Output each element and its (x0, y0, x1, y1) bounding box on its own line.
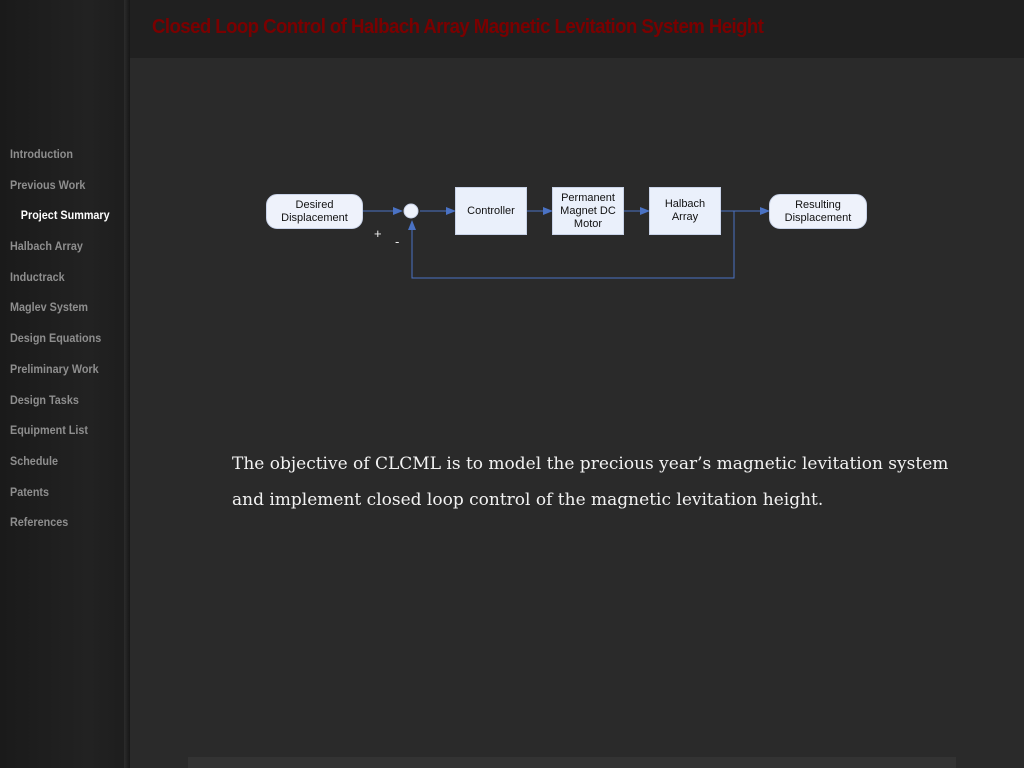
desired-line-2: Displacement (281, 211, 348, 224)
description-line-2: and implement closed loop control of the… (232, 490, 824, 510)
nav-item-maglev-system[interactable]: Maglev System (10, 300, 89, 315)
controller-label: Controller (467, 204, 515, 217)
nav-item-project-summary[interactable]: Project Summary (20, 208, 110, 223)
sidebar-nav: Introduction Previous Work Project Summa… (10, 146, 121, 545)
nav-item-halbach-array[interactable]: Halbach Array (10, 239, 83, 254)
plus-sign: + (374, 226, 382, 241)
description-line-1: The objective of CLCML is to model the p… (232, 454, 949, 474)
bottom-bar (188, 757, 956, 768)
halbach-line-2: Array (671, 211, 699, 223)
nav-item-equipment-list[interactable]: Equipment List (10, 423, 89, 438)
motor-line-3: Motor (573, 217, 603, 230)
motor-line-1: Permanent (561, 191, 615, 204)
sidebar-edge (124, 0, 130, 768)
header-bar (130, 0, 1024, 58)
nav-item-references[interactable]: References (10, 515, 69, 530)
sidebar (0, 0, 127, 768)
nav-item-design-equations[interactable]: Design Equations (10, 331, 102, 346)
nav-item-patents[interactable]: Patents (10, 484, 50, 499)
main-content (130, 58, 1024, 768)
minus-sign: - (395, 234, 400, 249)
halbach-line-1: Halbach (664, 198, 706, 210)
nav-item-preliminary-work[interactable]: Preliminary Work (10, 361, 99, 376)
nav-item-inductrack[interactable]: Inductrack (10, 269, 65, 284)
desired-line-1: Desired (295, 198, 334, 211)
result-line-1: Resulting (795, 198, 841, 211)
nav-item-design-tasks[interactable]: Design Tasks (10, 392, 79, 407)
result-line-2: Displacement (784, 211, 852, 224)
motor-line-2: Magnet DC (560, 204, 616, 217)
nav-item-schedule[interactable]: Schedule (10, 453, 59, 468)
controller-block: Controller (455, 187, 527, 235)
project-description: The objective of CLCML is to model the p… (232, 446, 972, 518)
nav-item-introduction[interactable]: Introduction (10, 147, 73, 161)
nav-item-previous-work[interactable]: Previous Work (10, 177, 86, 192)
page-title: Closed Loop Control of Halbach Array Mag… (152, 16, 764, 38)
